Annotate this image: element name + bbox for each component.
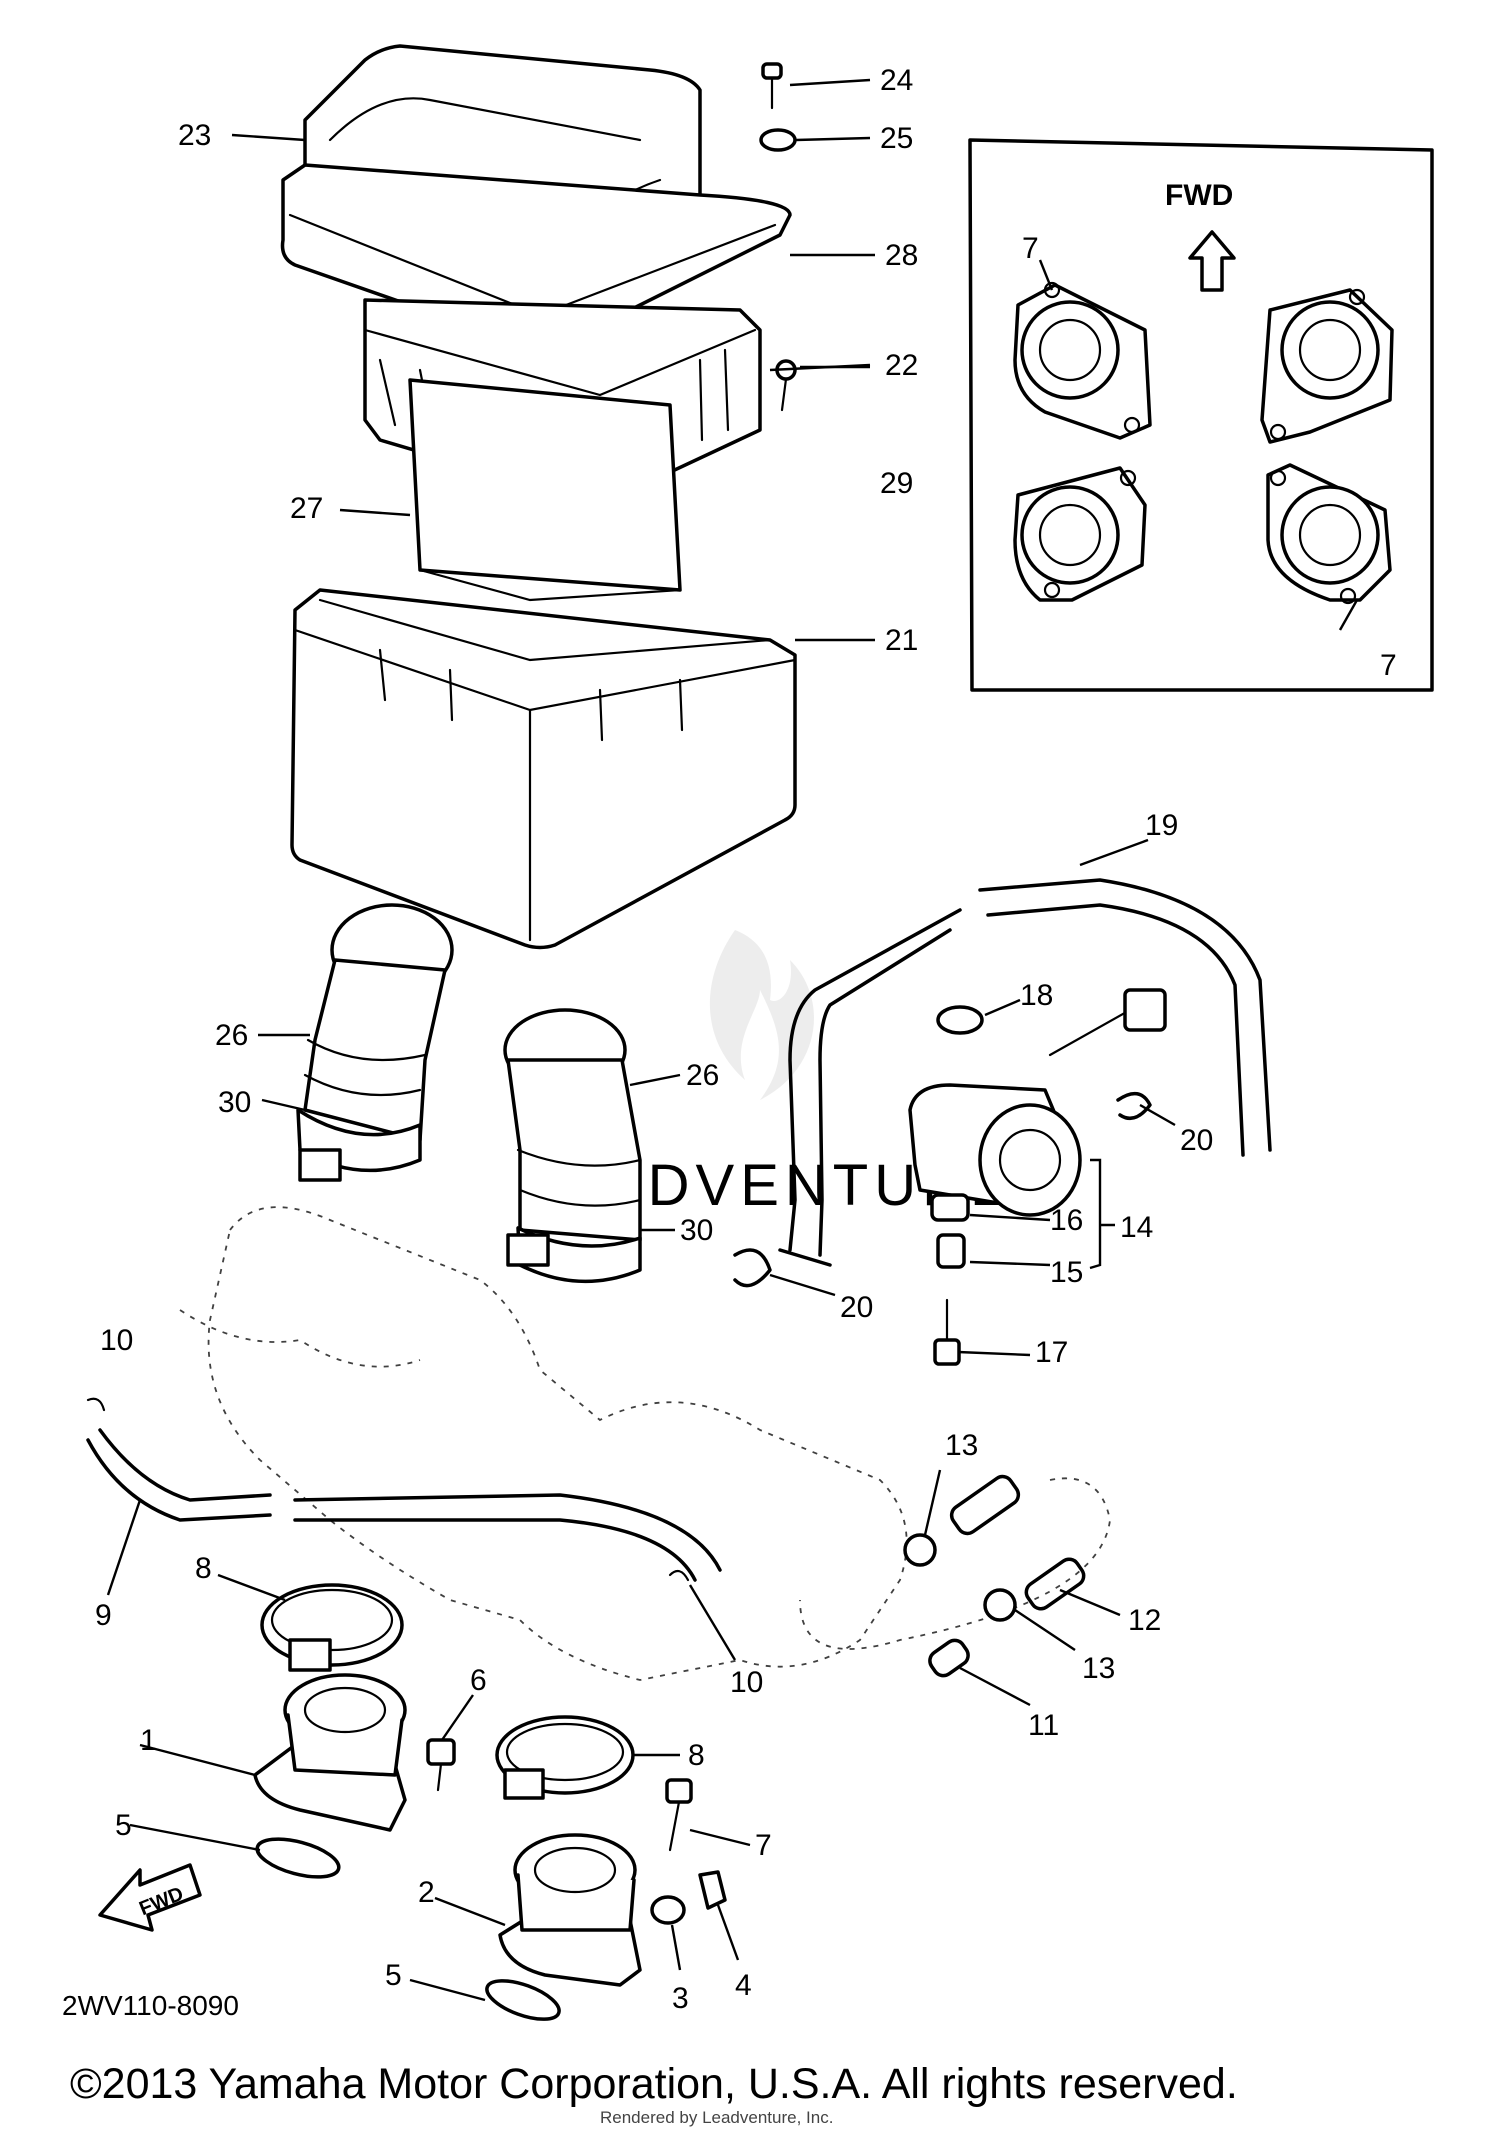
- bolt-7: [665, 1778, 693, 1852]
- callout-16: 16: [1050, 1204, 1083, 1237]
- hose-assembly-12: [799, 1474, 1111, 1650]
- callout-20-upper: 20: [1180, 1124, 1213, 1157]
- carburetor-joint-1: [253, 1673, 407, 1832]
- callout-11: 11: [1028, 1709, 1059, 1742]
- clip-20-lower: [733, 1248, 772, 1288]
- copyright-notice: ©2013 Yamaha Motor Corporation, U.S.A. A…: [70, 2060, 1238, 2108]
- callout-12: 12: [1128, 1604, 1161, 1637]
- callout-30-left: 30: [218, 1086, 251, 1119]
- callout-26-left: 26: [215, 1019, 248, 1052]
- inset-joint-bottom-left: [1013, 466, 1147, 602]
- callout-22: 22: [885, 349, 918, 382]
- callout-7-inset-bottom: 7: [1380, 649, 1397, 682]
- bolt-17: [933, 1298, 961, 1366]
- callout-3: 3: [672, 1982, 689, 2015]
- callout-15: 15: [1050, 1256, 1083, 1289]
- callout-20-lower: 20: [840, 1291, 873, 1324]
- inset-fwd-arrow: [1188, 230, 1236, 292]
- clamp-8-upper: [260, 1583, 404, 1672]
- callout-9: 9: [95, 1599, 112, 1632]
- clip-10-upper: [86, 1397, 106, 1412]
- callout-24: 24: [880, 64, 913, 97]
- clamp-30-left: [296, 1108, 422, 1182]
- callout-2: 2: [418, 1876, 435, 1909]
- callout-1: 1: [140, 1724, 157, 1757]
- duct-joint-26-left: [303, 903, 454, 1142]
- callout-7-bolt: 7: [755, 1829, 772, 1862]
- callout-numbers: 24 25 23 28 22 29 27 21 7 7 19 18 26 30 …: [95, 64, 1397, 2015]
- callout-5-upper: 5: [115, 1809, 132, 1842]
- watermark-logo: [709, 930, 814, 1100]
- callout-14: 14: [1120, 1211, 1153, 1244]
- air-box-case-21: [290, 588, 797, 950]
- inset-joint-bottom-right: [1266, 463, 1392, 605]
- leader-lines: [106, 78, 1359, 2002]
- clip-4: [698, 1870, 727, 1910]
- o-ring-5-upper: [255, 1837, 341, 1879]
- callout-7-inset-top: 7: [1022, 232, 1039, 265]
- grommet-18: [936, 1005, 984, 1035]
- o-ring-5-lower: [485, 1979, 561, 2021]
- screw-6: [426, 1738, 456, 1792]
- callout-13-lower: 13: [1082, 1652, 1115, 1685]
- clamp-30-right: [506, 1226, 642, 1284]
- screw-24: [761, 62, 783, 110]
- callout-27: 27: [290, 492, 323, 525]
- collar-3: [650, 1895, 686, 1925]
- callout-26-right: 26: [686, 1059, 719, 1092]
- clamp-8-lower: [495, 1715, 635, 1800]
- rendered-by-note: Rendered by Leadventure, Inc.: [600, 2108, 834, 2127]
- callout-4: 4: [735, 1969, 752, 2002]
- callout-8-lower: 8: [688, 1739, 705, 1772]
- callout-25: 25: [880, 122, 913, 155]
- clip-10-lower: [668, 1569, 690, 1582]
- hose-9: [86, 1428, 272, 1522]
- filter-guide-27: [408, 378, 682, 602]
- callout-5-lower: 5: [385, 1959, 402, 1992]
- carburetor-joint-2: [498, 1833, 642, 1987]
- damper-16: [930, 1193, 970, 1222]
- callout-29: 29: [880, 467, 913, 500]
- grommet-25: [759, 128, 797, 152]
- callout-10-upper: 10: [100, 1324, 133, 1357]
- inset-fwd-label: FWD: [1165, 179, 1233, 212]
- fuel-pump-14: [908, 988, 1167, 1217]
- inset-box: FWD: [968, 138, 1434, 692]
- callout-10-lower: 10: [730, 1666, 763, 1699]
- callout-30-right: 30: [680, 1214, 713, 1247]
- clip-20-upper: [1116, 1091, 1152, 1121]
- inset-joint-top-left: [1013, 281, 1152, 440]
- collar-15: [936, 1233, 966, 1269]
- engine-outline-2: [179, 1309, 421, 1368]
- callout-23: 23: [178, 119, 211, 152]
- hose-long: [293, 1493, 722, 1582]
- callout-21: 21: [885, 624, 918, 657]
- clip-13-upper: [903, 1533, 937, 1567]
- callout-6: 6: [470, 1664, 487, 1697]
- diagram-code: 2WV110-8090: [62, 1990, 239, 2021]
- clip-13-lower: [983, 1588, 1017, 1622]
- front-arrow: FWD: [98, 1863, 202, 1932]
- callout-18: 18: [1020, 979, 1053, 1012]
- callout-19: 19: [1145, 809, 1178, 842]
- inset-joint-top-right: [1260, 288, 1394, 444]
- callout-8-upper: 8: [195, 1552, 212, 1585]
- duct-joint-26-right: [503, 1008, 642, 1242]
- cap-11: [928, 1638, 970, 1678]
- callout-28: 28: [885, 239, 918, 272]
- callout-13-upper: 13: [945, 1429, 978, 1462]
- hose-19: [778, 878, 1272, 1267]
- callout-17: 17: [1035, 1336, 1068, 1369]
